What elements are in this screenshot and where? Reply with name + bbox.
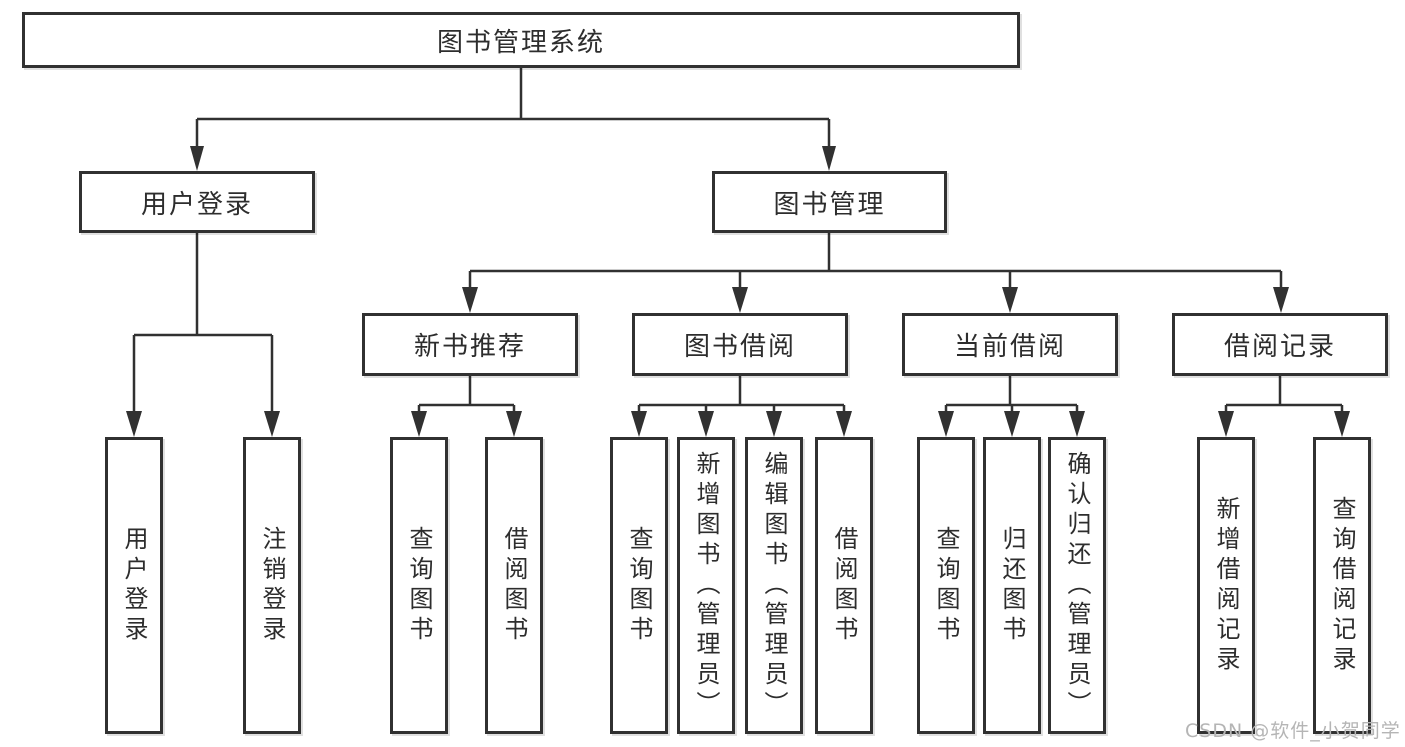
leaf-borrow-books-borrowing: 借阅图书 [815,437,873,734]
node-root-label: 图书管理系统 [436,27,605,58]
node-user-login-label: 用户登录 [140,189,253,220]
leaf-add-borrow-record-label: 新增借阅记录 [1212,495,1240,676]
leaf-query-borrow-record-label: 查询借阅记录 [1328,495,1356,676]
leaf-edit-book-admin: 编辑图书（管理员） [745,437,803,734]
leaf-borrow-books-recommend: 借阅图书 [485,437,543,734]
node-book-borrowing: 图书借阅 [632,313,848,376]
leaf-confirm-return-admin-label: 确认归还（管理员） [1063,450,1091,721]
leaf-query-books-borrowing: 查询图书 [610,437,668,734]
leaf-return-books: 归还图书 [983,437,1041,734]
leaf-logout-label: 注销登录 [258,525,286,646]
leaf-query-books-recommend: 查询图书 [390,437,448,734]
leaf-add-book-admin: 新增图书（管理员） [677,437,735,734]
leaf-query-borrow-record: 查询借阅记录 [1313,437,1371,734]
leaf-user-login-label: 用户登录 [120,525,148,646]
leaf-borrow-books-borrowing-label: 借阅图书 [830,525,858,646]
node-new-book-recommendation: 新书推荐 [362,313,578,376]
leaf-add-book-admin-label: 新增图书（管理员） [692,450,720,721]
node-user-login: 用户登录 [79,171,315,233]
leaf-borrow-books-recommend-label: 借阅图书 [500,525,528,646]
leaf-query-books-recommend-label: 查询图书 [405,525,433,646]
leaf-confirm-return-admin: 确认归还（管理员） [1048,437,1106,734]
node-book-management: 图书管理 [712,171,947,233]
node-root: 图书管理系统 [22,12,1020,68]
csdn-watermark: CSDN @软件_小贺同学 [1185,720,1401,742]
node-borrowing-records: 借阅记录 [1172,313,1388,376]
leaf-return-books-label: 归还图书 [998,525,1026,646]
node-current-borrowing: 当前借阅 [902,313,1118,376]
leaf-edit-book-admin-label: 编辑图书（管理员） [760,450,788,721]
leaf-query-books-current: 查询图书 [917,437,975,734]
node-book-borrowing-label: 图书借阅 [683,332,796,362]
leaf-query-books-borrowing-label: 查询图书 [625,525,653,646]
leaf-add-borrow-record: 新增借阅记录 [1197,437,1255,734]
node-current-borrowing-label: 当前借阅 [953,332,1066,362]
leaf-user-login: 用户登录 [105,437,163,734]
node-new-book-recommendation-label: 新书推荐 [413,332,526,362]
node-borrowing-records-label: 借阅记录 [1223,332,1336,362]
node-book-management-label: 图书管理 [773,189,886,220]
leaf-logout: 注销登录 [243,437,301,734]
leaf-query-books-current-label: 查询图书 [932,525,960,646]
